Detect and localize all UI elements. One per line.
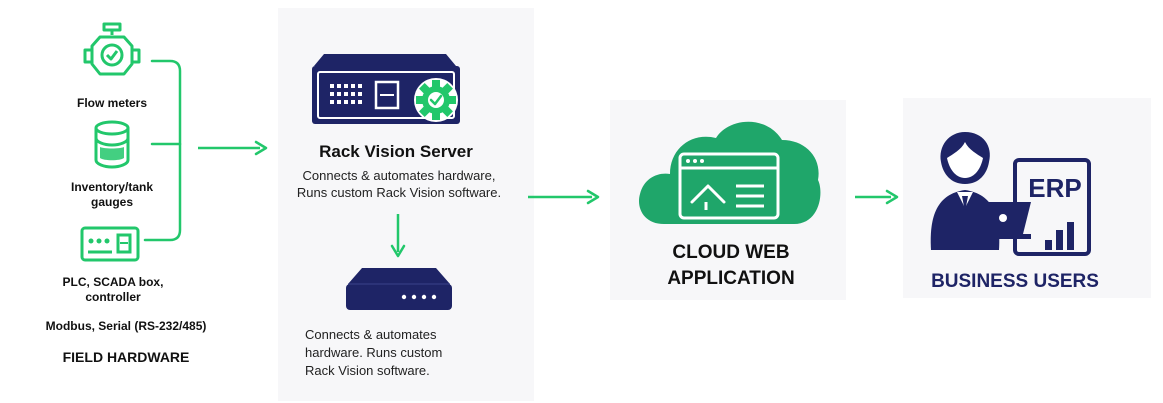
rack-server-icon	[312, 54, 460, 124]
business-users-title: BUSINESS USERS	[931, 271, 1099, 292]
cloud-app-icon	[639, 121, 821, 224]
plc-controller-icon	[80, 226, 140, 262]
arrow-to-server	[198, 140, 268, 156]
business-user-icon	[930, 132, 1091, 256]
arrow-to-cloud	[528, 189, 600, 205]
arrow-to-users	[855, 189, 899, 205]
device-label-flow-meters: Flow meters	[76, 96, 148, 110]
tank-gauge-icon	[94, 120, 130, 169]
flow-meter-icon	[83, 22, 141, 76]
erp-label: ERP	[1028, 173, 1082, 203]
server-title: Rack Vision Server	[319, 142, 473, 161]
device-label-plc: PLC, SCADA box, controller	[62, 275, 164, 304]
arrow-to-edge-device	[390, 214, 406, 258]
device-label-tank-gauges: Inventory/tank gauges	[70, 180, 154, 209]
edge-device-icon	[346, 268, 452, 310]
edge-description: Connects & automates hardware. Runs cust…	[305, 327, 443, 378]
cloud-title: CLOUD WEB APPLICATION	[667, 242, 795, 289]
field-hardware-title: FIELD HARDWARE	[62, 349, 190, 365]
users-panel	[903, 98, 1151, 298]
server-description: Connects & automates hardware, Runs cust…	[296, 168, 502, 200]
protocol-label: Modbus, Serial (RS-232/485)	[45, 319, 207, 333]
